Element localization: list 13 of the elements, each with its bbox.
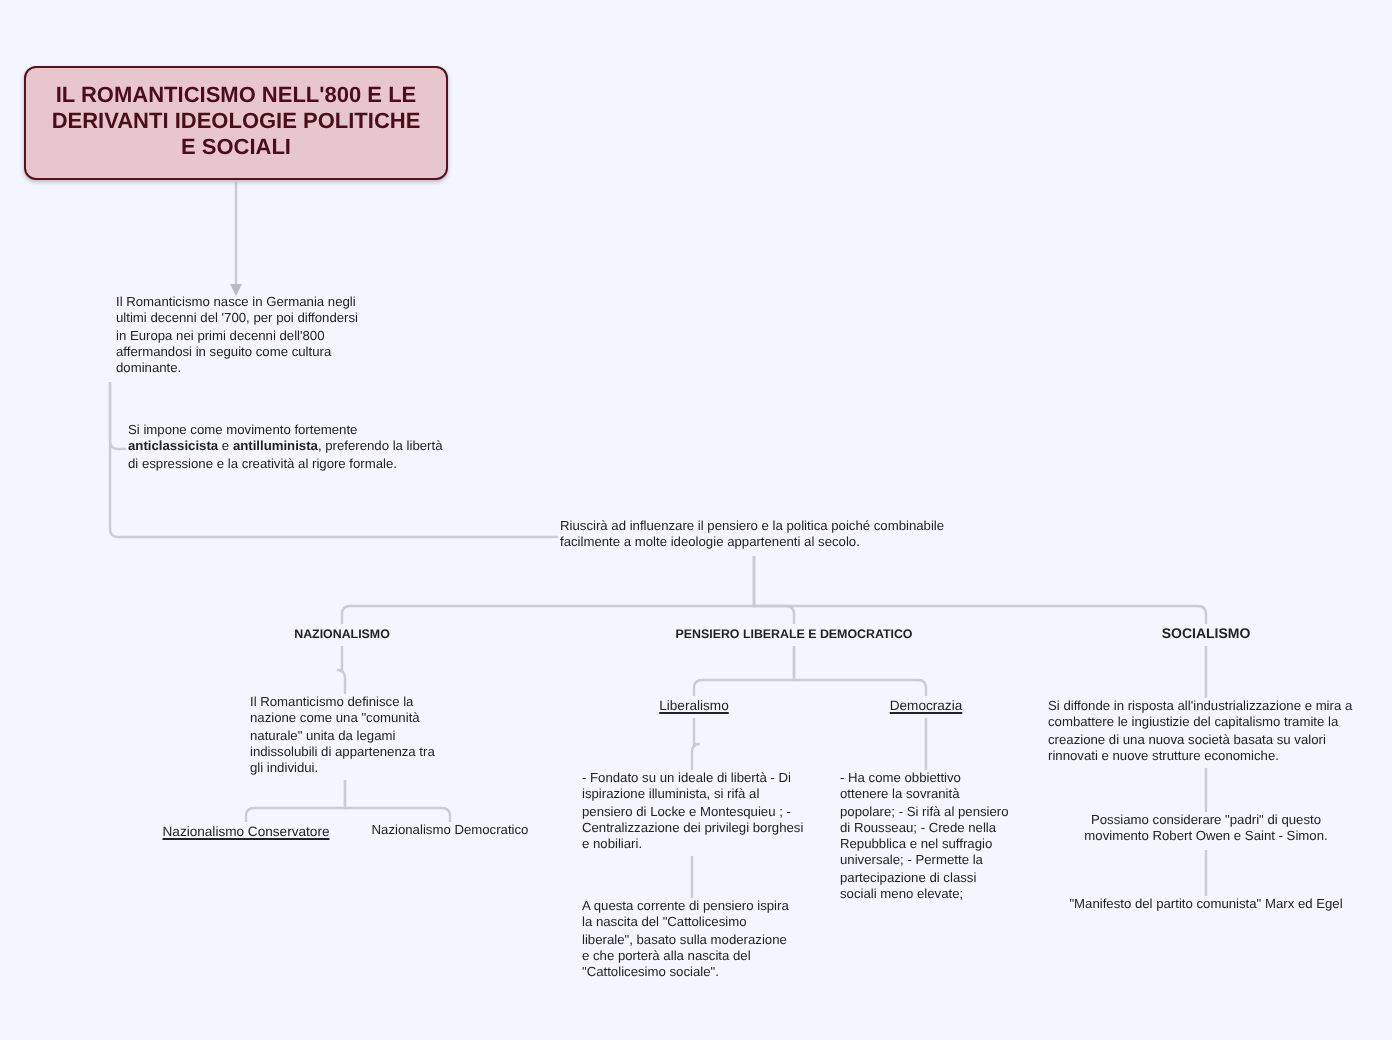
arrow — [230, 182, 242, 296]
connector-line — [108, 382, 558, 539]
title-box: IL ROMANTICISMO NELL'800 E LE DERIVANTI IDEOLOGIE POLITICHE E SOCIALI — [24, 66, 448, 180]
connector-line — [752, 556, 1208, 624]
connector-line — [792, 646, 928, 696]
connector-line — [1204, 850, 1208, 896]
connector-line — [1204, 768, 1208, 812]
connector-line — [690, 856, 694, 898]
connector-line — [924, 718, 928, 770]
connector-line — [343, 780, 452, 822]
connector-line — [335, 646, 347, 694]
connector-line — [690, 718, 702, 770]
connector-line — [1204, 646, 1208, 698]
